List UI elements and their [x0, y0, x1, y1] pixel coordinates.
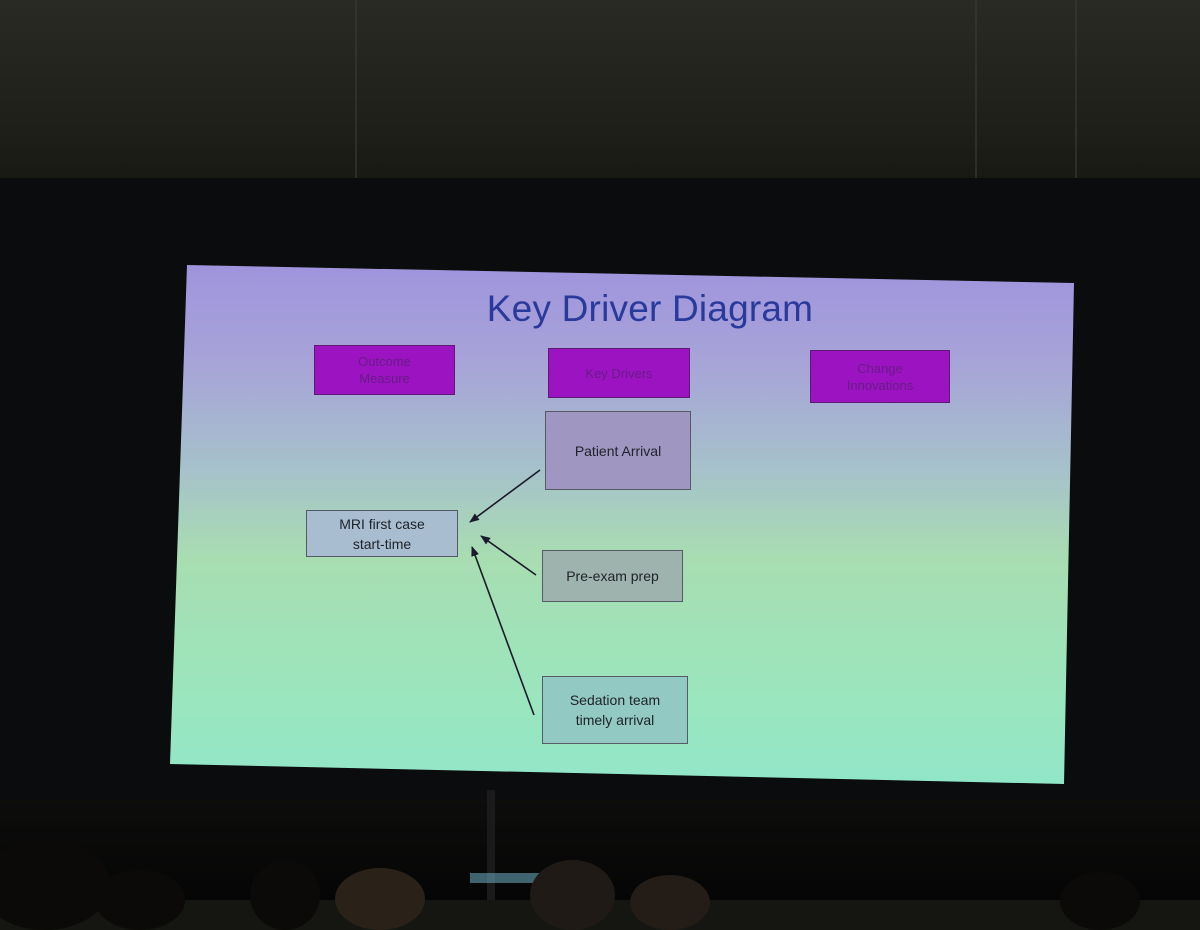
audience-head [630, 875, 710, 930]
wall-panel-seam [355, 0, 357, 195]
arrow-patient-arrival-to-outcome [469, 469, 541, 523]
microphone-stand [487, 790, 495, 900]
audience-head [95, 870, 185, 930]
arrows-layer [469, 469, 541, 716]
slide-title: Key Driver Diagram [486, 288, 814, 329]
driver-box-patient-arrival: Patient Arrival [545, 411, 691, 490]
header-outcome-measure: Outcome Measure [314, 345, 455, 395]
arrow-sedation-to-outcome [471, 546, 535, 716]
arrow-pre-exam-to-outcome [480, 535, 537, 576]
audience-head [1060, 872, 1140, 930]
laptop-screen [470, 873, 550, 883]
wall-panel-seam [1075, 0, 1077, 195]
wall-panel-seam [975, 0, 977, 195]
audience-head [250, 860, 320, 930]
header-key-drivers: Key Drivers [548, 348, 690, 398]
header-change-innovations: Change Innovations [810, 350, 950, 403]
outcome-box-mri-start-time: MRI first case start-time [306, 510, 458, 557]
audience-head [530, 860, 615, 930]
driver-box-sedation-team: Sedation team timely arrival [542, 676, 688, 744]
room-wall [0, 0, 1200, 200]
audience-head [335, 868, 425, 930]
driver-box-pre-exam-prep: Pre-exam prep [542, 550, 683, 602]
